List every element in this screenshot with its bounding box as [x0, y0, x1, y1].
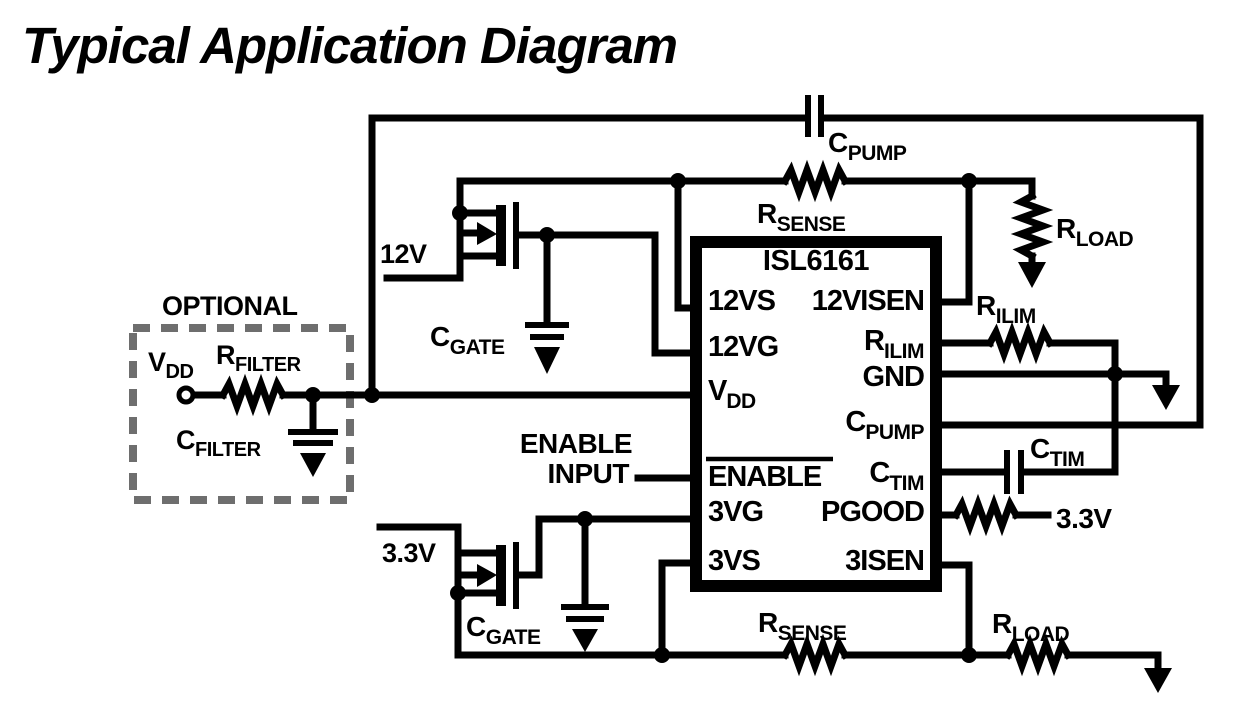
cgate-top-label: CGATE	[430, 321, 505, 359]
wire-3v-rail-right	[1064, 651, 1162, 672]
page-title: Typical Application Diagram	[22, 17, 677, 74]
pin-12vg: 12VG	[708, 331, 778, 363]
wire-12v-rail-right	[841, 177, 1036, 200]
junction-cgate-bottom	[577, 511, 593, 527]
rload-top-label: RLOAD	[1056, 213, 1134, 251]
wire-3vg-gate-up	[515, 515, 543, 579]
fet1-channel-bar	[496, 205, 506, 266]
capacitors	[288, 95, 1024, 622]
ground-arrow-rload-top	[1018, 262, 1046, 288]
mosfet-12v	[477, 202, 519, 269]
pin-12visen: 12VISEN	[812, 285, 924, 317]
junction-gnd-node	[1107, 366, 1123, 382]
junction-cfilter-tap	[305, 387, 321, 403]
cfilter-label: CFILTER	[176, 425, 262, 461]
pin-enable: ENABLE	[708, 461, 822, 493]
wire-12visen-branch	[936, 177, 973, 306]
rsense-bottom-label: RSENSE	[758, 607, 847, 645]
cgate-bottom-label: CGATE	[466, 611, 541, 649]
pin-3isen: 3ISEN	[845, 545, 924, 577]
pin-12vs: 12VS	[708, 285, 776, 317]
pin-rilim: RILIM	[864, 325, 924, 363]
junction-fet1-drain	[452, 205, 468, 221]
wires	[189, 114, 1204, 672]
pin-ctim: CTIM	[869, 457, 924, 495]
fet2-channel-bar	[496, 545, 506, 606]
pgood-pullup-3v3-label: 3.3V	[1056, 503, 1112, 534]
wire-3isen-branch	[936, 561, 973, 659]
rsense-top-label: RSENSE	[757, 198, 846, 236]
labels: OPTIONAL VDD RFILTER CFILTER 12V CGATE C…	[148, 127, 1134, 649]
wire-rilim-tail	[1046, 339, 1119, 378]
pin-vdd: VDD	[708, 375, 756, 413]
ic-body-isl6161	[690, 236, 942, 592]
rfilter-label: RFILTER	[216, 340, 302, 376]
ic-text: ISL6161 12VS 12VG VDD ENABLE 3VG 3VS 12V…	[706, 245, 925, 577]
fet2-body-arrow	[477, 564, 497, 587]
resistor-rfilter	[218, 373, 288, 417]
junction-fet2-source	[450, 585, 466, 601]
junction-12visen-tap	[961, 173, 977, 189]
junction-dots	[305, 173, 1123, 663]
pin-3vs: 3VS	[708, 545, 760, 577]
vdd-input-label: VDD	[148, 347, 193, 383]
enable-input-label-line1: ENABLE	[520, 428, 632, 459]
junction-vdd-node	[364, 387, 380, 403]
ground-arrow-rload-bottom	[1144, 668, 1172, 693]
cpump-label: CPUMP	[828, 127, 907, 165]
enable-input-label-line2: INPUT	[548, 458, 630, 489]
pin-gnd: GND	[863, 361, 925, 393]
resistor-rload-bottom	[1003, 633, 1073, 677]
resistor-pgood-pullup	[951, 493, 1021, 537]
supply-3v3-label: 3.3V	[382, 538, 436, 568]
rload-bottom-label: RLOAD	[992, 608, 1070, 646]
fet1-body-arrow	[477, 222, 497, 245]
mosfet-3v3	[477, 542, 519, 609]
vdd-input-terminal	[176, 385, 196, 405]
resistors	[218, 159, 1073, 677]
ctim-label: CTIM	[1030, 433, 1084, 471]
ground-arrow-cfilter	[300, 453, 326, 477]
junction-cgate-top	[539, 227, 555, 243]
resistor-rilim	[985, 321, 1055, 365]
ic-name: ISL6161	[763, 245, 869, 277]
ground-arrow-gnd	[1152, 385, 1180, 410]
ground-arrow-cgate-top	[534, 347, 560, 374]
ground-arrow-cgate-bottom	[572, 629, 598, 652]
supply-12v-label: 12V	[380, 239, 427, 269]
wire-cpump-top-left	[368, 114, 808, 399]
pin-pgood: PGOOD	[821, 496, 924, 528]
junction-3vs-tap	[654, 647, 670, 663]
pin-3vg: 3VG	[708, 496, 763, 528]
wire-12vs-branch	[674, 177, 700, 312]
wire-12vg-gate	[515, 231, 700, 357]
wire-gnd	[936, 370, 1170, 389]
junction-3isen-tap	[961, 647, 977, 663]
resistor-rload-top	[1010, 191, 1054, 261]
junction-12vs-tap	[670, 173, 686, 189]
rilim-label: RILIM	[976, 290, 1036, 328]
resistor-rsense-top	[780, 159, 850, 203]
resistor-rsense-bottom	[780, 633, 850, 677]
wire-3v3-feed	[376, 523, 462, 659]
optional-label: OPTIONAL	[162, 291, 298, 321]
wire-cpump-top-right	[820, 114, 1204, 429]
ground-symbols	[300, 262, 1180, 693]
wire-3vs-branch	[658, 559, 700, 659]
pin-cpump: CPUMP	[845, 406, 924, 444]
